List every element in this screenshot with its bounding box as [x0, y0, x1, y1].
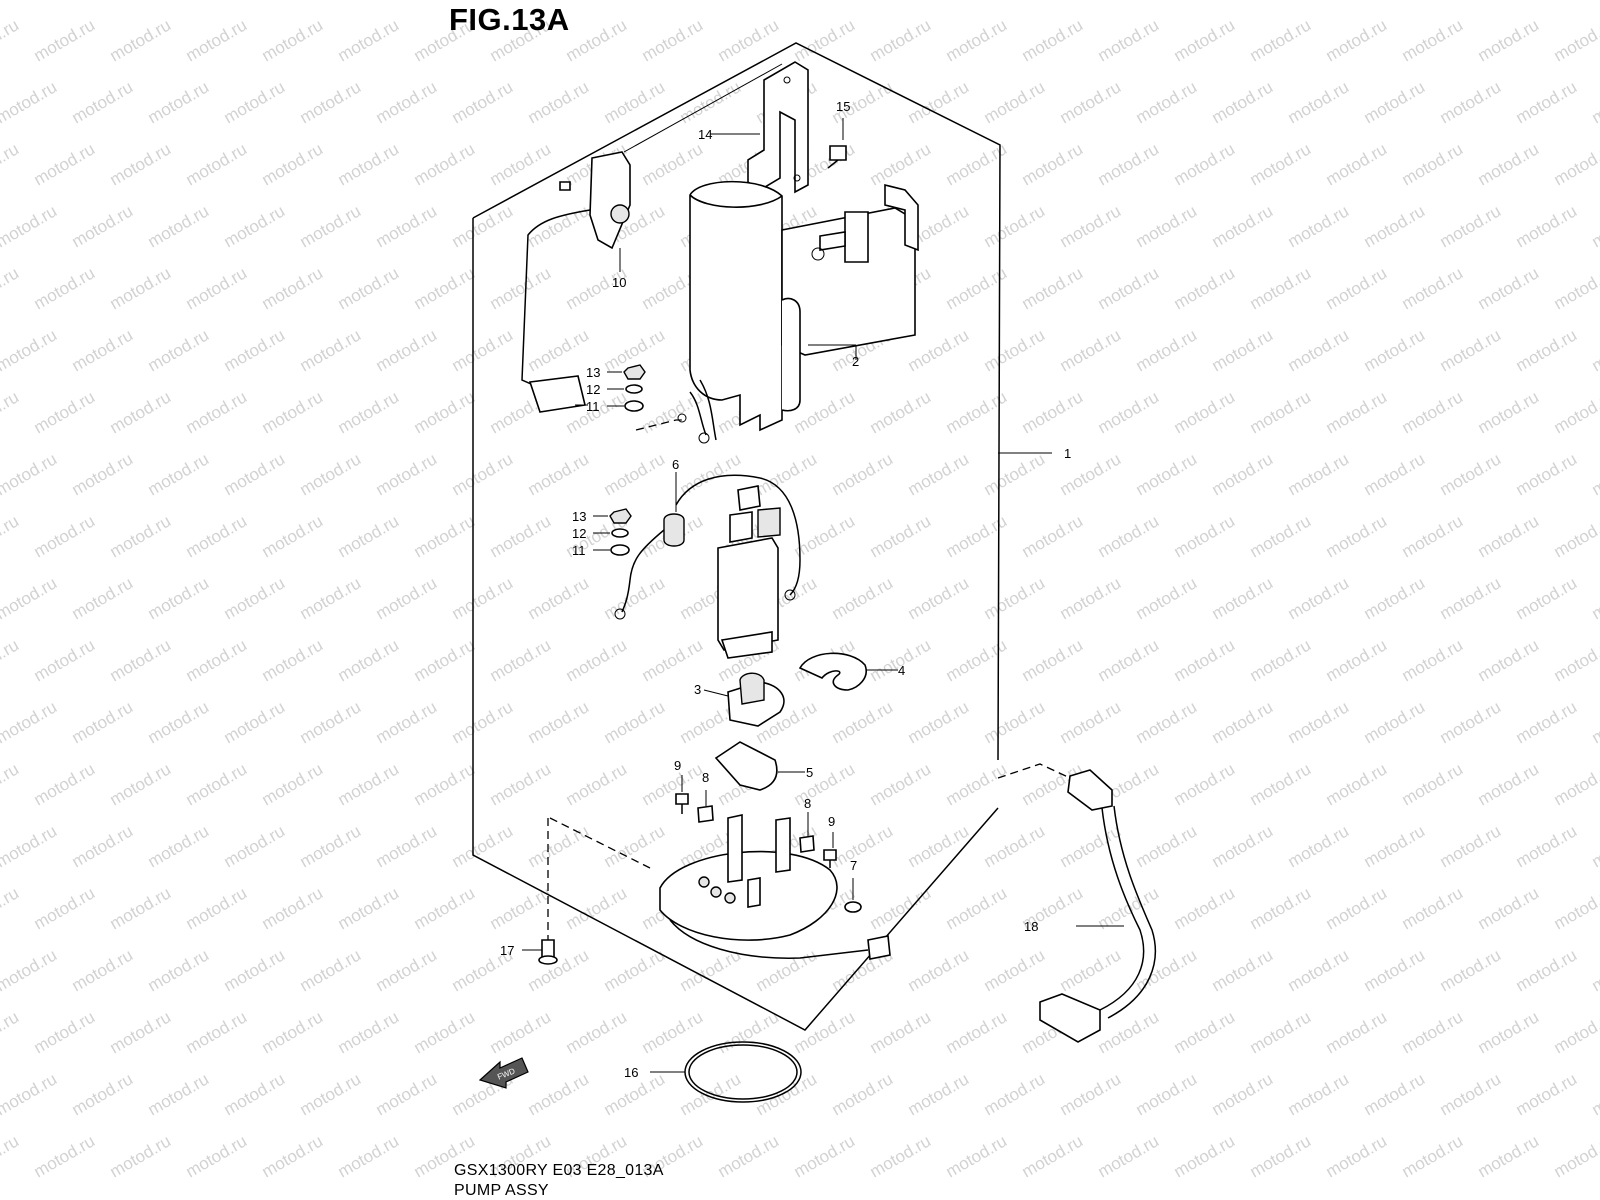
- screws-and-plates: [675, 775, 837, 868]
- callout-13a: 13: [586, 365, 600, 380]
- upper-fastener-stack: [607, 364, 717, 444]
- callout-10: 10: [612, 275, 626, 290]
- bolt-flange: [522, 939, 558, 965]
- callout-17: 17: [500, 943, 514, 958]
- callout-12b: 12: [572, 526, 586, 541]
- callout-15: 15: [836, 99, 850, 114]
- fuel-hose: [997, 763, 1156, 1043]
- pressure-regulator: [811, 183, 919, 263]
- pump-housing: [689, 180, 916, 432]
- callout-12a: 12: [586, 382, 600, 397]
- callout-6: 6: [672, 457, 679, 472]
- washer: [844, 878, 862, 913]
- callout-9b: 9: [828, 814, 835, 829]
- filter-cap: [703, 672, 785, 727]
- filter-plate: [798, 652, 898, 691]
- pump-base-plate: [547, 814, 891, 960]
- bolt: [827, 118, 847, 169]
- fwd-direction-arrow: FWD: [478, 1057, 529, 1089]
- callout-9a: 9: [674, 758, 681, 773]
- callout-18: 18: [1024, 919, 1038, 934]
- callout-5: 5: [806, 765, 813, 780]
- callout-16: 16: [624, 1065, 638, 1080]
- fuel-pump-motor: [675, 474, 801, 659]
- callout-2: 2: [852, 354, 859, 369]
- o-ring: [650, 1041, 802, 1103]
- callout-11b: 11: [572, 543, 586, 558]
- assembly-name: PUMP ASSY: [454, 1182, 549, 1199]
- callout-7: 7: [850, 858, 857, 873]
- fuel-level-gauge: [521, 151, 631, 413]
- callout-8a: 8: [702, 770, 709, 785]
- callout-4: 4: [898, 663, 905, 678]
- callout-8b: 8: [804, 796, 811, 811]
- model-code: GSX1300RY E03 E28_013A: [454, 1162, 664, 1179]
- lower-fastener-stack: [593, 508, 665, 620]
- callout-14: 14: [698, 127, 712, 142]
- callout-3: 3: [694, 682, 701, 697]
- assembly-outline: [472, 42, 1052, 1031]
- figure-title: FIG.13A: [449, 2, 570, 37]
- callout-13b: 13: [572, 509, 586, 524]
- callout-labels: 1 2 3 4 5 6 7 8 8 9 9 10 11 12 13 11 12 …: [500, 99, 1071, 1080]
- bracket: [714, 741, 805, 791]
- cushion-grommet: [663, 472, 685, 547]
- mounting-bracket: [623, 61, 809, 194]
- callout-1: 1: [1064, 446, 1071, 461]
- callout-11a: 11: [586, 399, 600, 414]
